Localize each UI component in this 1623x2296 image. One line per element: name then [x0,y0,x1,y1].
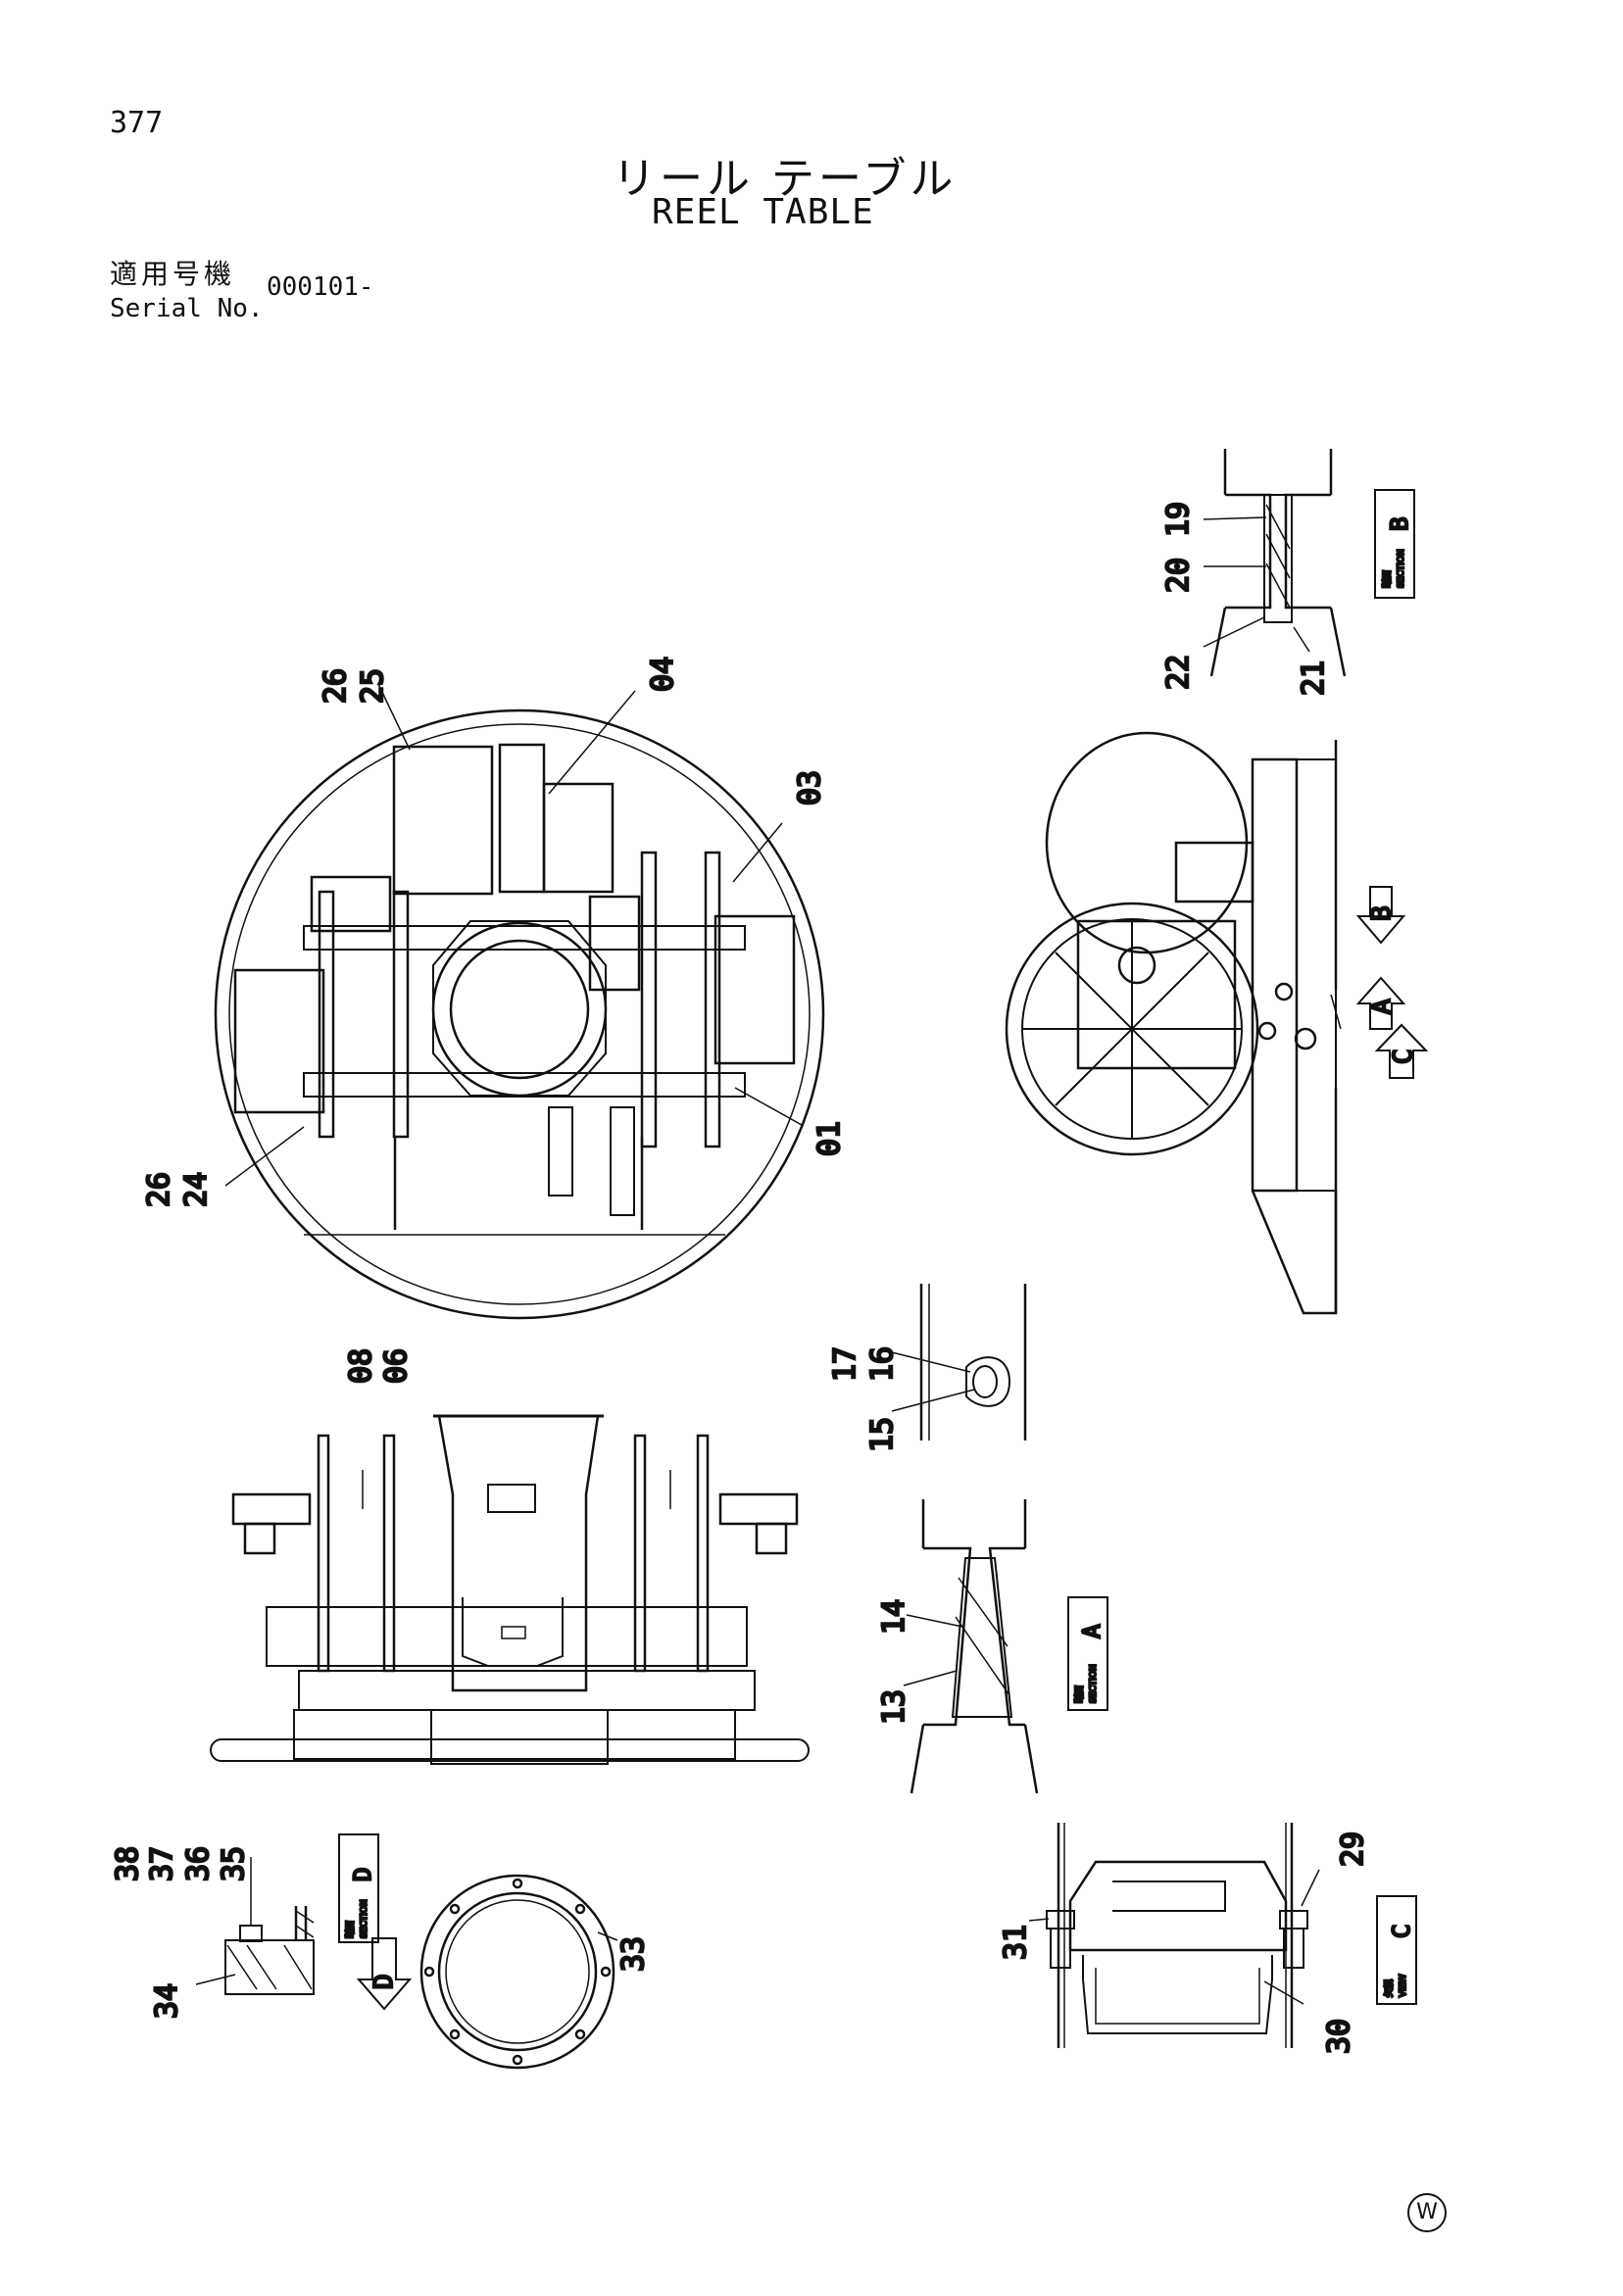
callout-15: 15 [865,1417,900,1452]
callout-25: 25 [356,668,390,704]
front-elevation [210,1414,810,1765]
callout-16: 16 [865,1346,900,1382]
view-c-kanji: 矢視 [1383,1979,1395,1997]
callout-29: 29 [1336,1832,1370,1867]
callout-04: 04 [646,657,680,692]
section-b-letter: B [1386,517,1413,531]
section-a-kanji: 断面 [1073,1685,1085,1703]
callout-31: 31 [999,1925,1033,1960]
plan-view [214,683,825,1320]
section-a-detail [903,1499,1108,1794]
title-english: REEL TABLE [652,192,874,232]
section-b-sub: SECTION [1397,549,1406,588]
section-d-detail [195,1833,618,2070]
serial-value: 000101- [267,272,374,302]
callout-21: 21 [1297,660,1331,696]
callout-17: 17 [828,1346,862,1382]
footer-mark: W [1407,2193,1447,2232]
view-arrow-a: A [1367,999,1397,1014]
callout-26-top: 26 [319,668,353,704]
callout-36: 36 [181,1846,216,1881]
section-a-sub: SECTION [1089,1664,1099,1703]
callout-30: 30 [1322,2019,1356,2054]
callout-24: 24 [179,1172,214,1207]
serial-label-english: Serial No. [110,294,264,323]
section-b-kanji: 断面 [1381,570,1393,588]
section-d-kanji: 断面 [344,1921,356,1938]
serial-label-japanese: 適用号機 [110,258,236,290]
section-b-detail [1203,449,1415,677]
view-arrow-d: D [369,1974,399,1989]
callout-08: 08 [344,1348,378,1384]
callout-01: 01 [812,1121,847,1156]
page-number: 377 [110,106,164,140]
view-arrow-c: C [1389,1049,1418,1064]
callout-19: 19 [1161,502,1196,537]
callout-06: 06 [379,1348,414,1384]
section-d-sub: SECTION [360,1899,369,1938]
view-arrow-b: B [1367,905,1397,921]
callout-37: 37 [145,1846,179,1881]
callout-14: 14 [877,1599,911,1635]
callout-03: 03 [793,770,827,806]
view-c-detail [1028,1823,1417,2048]
side-view [1005,731,1429,1315]
callout-13: 13 [877,1689,911,1725]
view-c-letter: C [1388,1925,1415,1938]
callout-20: 20 [1161,558,1196,593]
callout-34: 34 [150,1983,184,2019]
callout-35: 35 [217,1846,251,1881]
callout-22: 22 [1161,655,1196,690]
callout-38: 38 [111,1846,145,1881]
title-japanese: リール テーブル [613,154,958,204]
callout-33: 33 [616,1936,651,1972]
section-a-letter: A [1078,1624,1106,1638]
view-c-sub: VIEW [1399,1975,1408,1997]
section-d-letter: D [349,1868,376,1881]
detail-15-17 [891,1284,1027,1441]
callout-26-bottom: 26 [142,1172,176,1207]
